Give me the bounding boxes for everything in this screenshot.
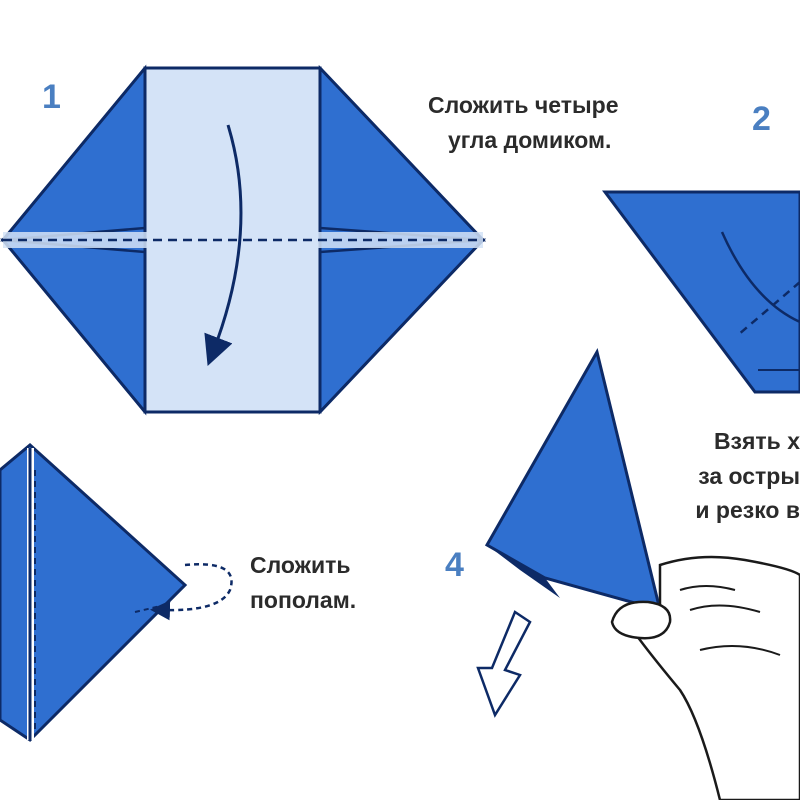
step1-caption: Сложить четыре угла домиком. xyxy=(428,88,619,157)
step4-down-arrow xyxy=(476,610,532,718)
step3-caption: Сложить пополам. xyxy=(250,548,356,617)
caption-line: угла домиком. xyxy=(448,126,612,153)
step-number-4: 4 xyxy=(445,546,464,584)
step4-caption: Взять х за остры и резко в xyxy=(695,424,800,528)
caption-line: Сложить четыре xyxy=(428,92,619,118)
caption-line: и резко в xyxy=(695,497,800,523)
caption-line: Сложить xyxy=(250,552,351,578)
step3-triangle xyxy=(0,443,188,742)
hand-icon xyxy=(610,555,800,800)
step3-figure xyxy=(0,443,233,742)
step4-paper-shadow xyxy=(487,545,560,598)
step2-figure xyxy=(602,190,800,394)
step-number-2: 2 xyxy=(752,100,771,138)
step3-turn-arrow xyxy=(150,563,233,621)
step1-fold-arrow xyxy=(204,124,243,366)
caption-line: за остры xyxy=(698,462,800,489)
step4-figure xyxy=(476,347,800,800)
caption-line: Взять х xyxy=(713,428,800,454)
step1-figure xyxy=(0,64,487,416)
step2-curve-arrow xyxy=(720,231,800,324)
step-number-1: 1 xyxy=(42,78,61,116)
step4-paper xyxy=(484,347,663,613)
caption-line: пополам. xyxy=(250,586,357,613)
step2-boat-shape xyxy=(602,190,800,394)
